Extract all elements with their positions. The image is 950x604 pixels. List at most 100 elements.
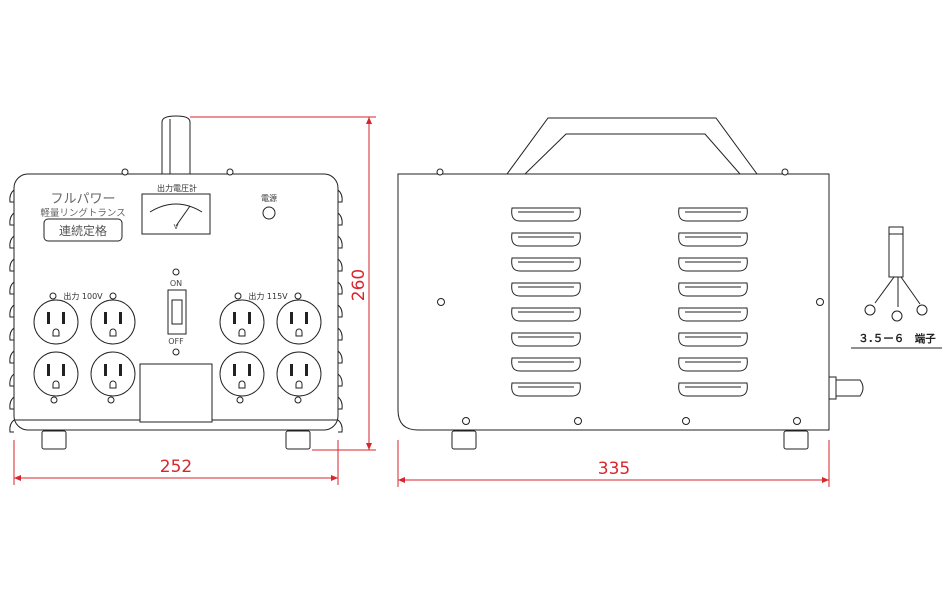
- brand-text: フルパワー: [50, 192, 115, 207]
- outlet-face: [90, 351, 136, 397]
- vent-slot: [511, 207, 581, 222]
- vent-slot: [678, 382, 748, 397]
- outlet-slot: [104, 312, 107, 324]
- vent-slot: [511, 282, 581, 297]
- indicator-dot: [294, 396, 302, 404]
- ventilation-slots: [511, 207, 748, 397]
- outlet-slot: [290, 364, 293, 376]
- fin: [9, 212, 15, 226]
- front-height-value: 260: [349, 269, 369, 301]
- indicator-dot: [172, 348, 180, 356]
- foot: [451, 430, 477, 450]
- ring-terminal: [891, 310, 903, 322]
- output-100-label: 出力 100V: [63, 291, 103, 301]
- ring-terminal: [864, 304, 876, 316]
- fin: [9, 189, 15, 203]
- fin: [337, 304, 343, 318]
- outlets: [33, 299, 322, 397]
- indicator-dot: [294, 292, 302, 300]
- screw: [793, 417, 801, 425]
- outlet-slot: [62, 312, 65, 324]
- outlet: [33, 351, 79, 397]
- screw: [437, 298, 445, 306]
- outlet: [90, 351, 136, 397]
- outlet-face: [33, 351, 79, 397]
- fin: [337, 327, 343, 341]
- switch-off-label: OFF: [168, 337, 184, 346]
- fin: [9, 373, 15, 387]
- vent-slot: [511, 232, 581, 247]
- screw: [121, 168, 129, 176]
- vent-slot: [511, 257, 581, 272]
- outlet-face: [219, 351, 265, 397]
- voltage-meter: [141, 193, 211, 235]
- fin: [9, 327, 15, 341]
- outlet-ground: [109, 380, 117, 389]
- screw: [226, 168, 234, 176]
- terminal-cable: [888, 226, 904, 278]
- indicator-dot: [236, 396, 244, 404]
- vent-slot: [678, 257, 748, 272]
- cable-grommet: [828, 376, 837, 400]
- fin: [337, 350, 343, 364]
- outlet-face: [276, 351, 322, 397]
- subtitle-text: 軽量リングトランス: [40, 207, 125, 219]
- meter-needle: [175, 205, 191, 227]
- side-width-value: 335: [598, 459, 630, 479]
- outlet-slot: [290, 312, 293, 324]
- outlet-slot: [47, 312, 50, 324]
- outlet-ground: [52, 328, 60, 337]
- switch-on-label: ON: [170, 279, 182, 288]
- dimension-side-width: 335: [397, 440, 830, 487]
- blank-plate: [139, 363, 213, 423]
- indicator-dot: [234, 292, 242, 300]
- vent-slot: [678, 332, 748, 347]
- fin: [9, 350, 15, 364]
- power-lamp: [262, 206, 276, 220]
- outlet-slot: [119, 312, 122, 324]
- fin: [9, 281, 15, 295]
- vent-slot: [678, 357, 748, 372]
- foot: [285, 430, 311, 450]
- fin: [9, 235, 15, 249]
- outlet-ground: [295, 328, 303, 337]
- outlet: [219, 299, 265, 345]
- vent-slot: [678, 207, 748, 222]
- front-cable-stub: [161, 115, 191, 179]
- fin: [337, 235, 343, 249]
- fin: [337, 373, 343, 387]
- outlet-ground: [109, 328, 117, 337]
- outlet-face: [33, 299, 79, 345]
- dimension-front-height: 260: [190, 116, 376, 451]
- terminal-label: ３.５ー６ 端子: [858, 332, 936, 345]
- outlet-slot: [248, 312, 251, 324]
- foot: [41, 430, 67, 450]
- vent-slot: [678, 282, 748, 297]
- fin: [9, 304, 15, 318]
- outlet-ground: [238, 328, 246, 337]
- side-cable: [835, 379, 864, 397]
- outlet-slot: [119, 364, 122, 376]
- fin: [337, 258, 343, 272]
- indicator-dot: [172, 268, 180, 276]
- outlet-slot: [233, 312, 236, 324]
- side-view: [397, 117, 864, 450]
- outlet-slot: [104, 364, 107, 376]
- screw: [574, 417, 582, 425]
- outlet-slot: [305, 312, 308, 324]
- front-width-value: 252: [160, 457, 192, 477]
- fin: [337, 419, 343, 433]
- outlet-face: [219, 299, 265, 345]
- screw: [781, 168, 789, 176]
- indicator-dot: [109, 292, 117, 300]
- screw: [436, 168, 444, 176]
- terminal-drawing: ３.５ー６ 端子: [851, 226, 942, 349]
- fin: [9, 258, 15, 272]
- fin: [337, 189, 343, 203]
- outlet-slot: [47, 364, 50, 376]
- outlet-slot: [233, 364, 236, 376]
- screw: [816, 298, 824, 306]
- side-housing: [397, 173, 830, 431]
